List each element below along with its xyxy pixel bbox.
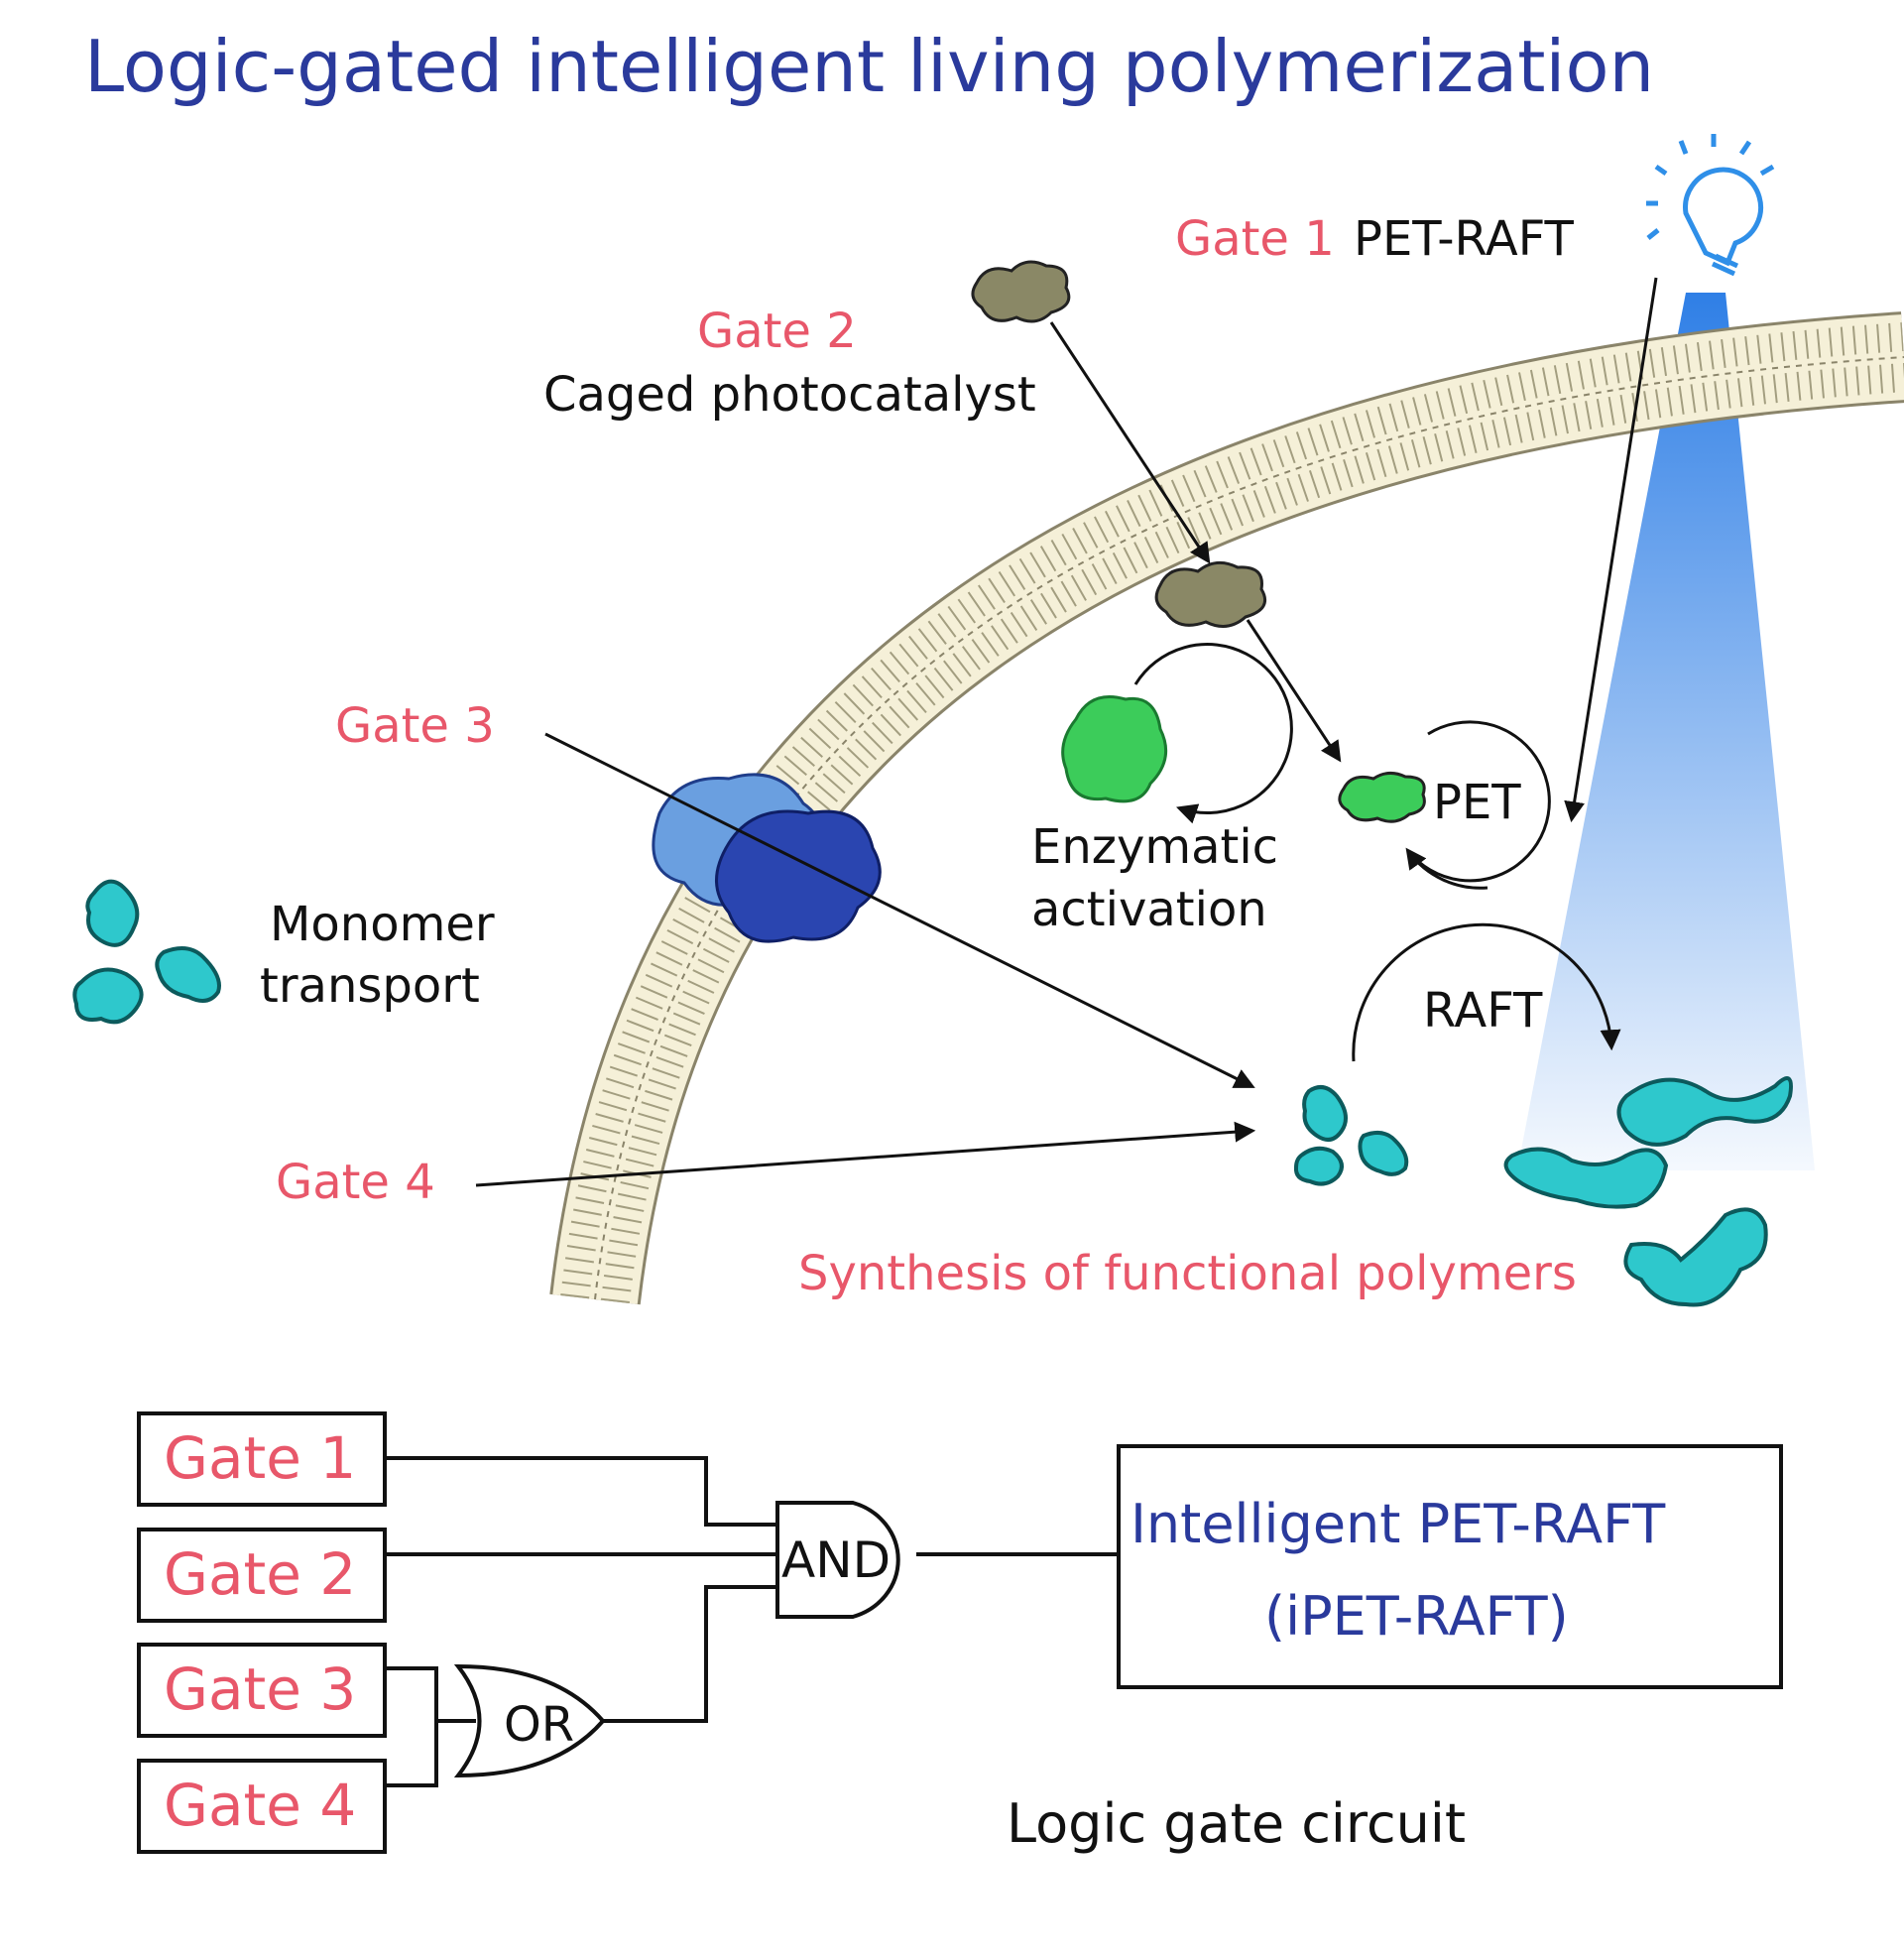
light-bulb-icon <box>1646 134 1775 277</box>
logic-circuit: Gate 1 Gate 2 Gate 3 Gate 4 AND OR Intel… <box>137 1411 1783 1855</box>
circuit-input-1: Gate 1 <box>164 1424 356 1492</box>
uncaged-photocatalyst-blob <box>1154 560 1266 628</box>
wire-gate1 <box>385 1456 777 1527</box>
circuit-output-line2: (iPET-RAFT) <box>1264 1585 1569 1648</box>
synthesis-label: Synthesis of functional polymers <box>798 1246 1577 1301</box>
enzymatic-label-line2: activation <box>1031 882 1267 937</box>
diagram-title: Logic-gated intelligent living polymeriz… <box>84 25 1654 108</box>
circuit-input-box-2 <box>137 1528 387 1623</box>
circuit-input-3: Gate 3 <box>164 1655 356 1723</box>
gate1-label: Gate 1 <box>1175 211 1335 267</box>
and-gate-label: AND <box>781 1531 891 1589</box>
and-gate <box>775 1501 900 1619</box>
gate4-label: Gate 4 <box>276 1155 435 1210</box>
circuit-input-4: Gate 4 <box>164 1772 356 1839</box>
monomer-label-line2: transport <box>260 958 480 1014</box>
wire-gate3-4 <box>385 1666 438 1787</box>
circuit-input-box-4 <box>137 1759 387 1854</box>
or-gate-label: OR <box>504 1697 574 1753</box>
circuit-output-box <box>1117 1444 1783 1689</box>
or-gate <box>453 1663 606 1778</box>
monomers-inside <box>1293 1085 1409 1186</box>
enzymatic-label-line1: Enzymatic <box>1031 819 1278 875</box>
circuit-caption: Logic gate circuit <box>1007 1792 1466 1855</box>
caged-photocatalyst-blob <box>971 260 1071 323</box>
enzyme-protein <box>1061 695 1168 803</box>
pet-label: PET <box>1433 775 1521 830</box>
circuit-input-box-3 <box>137 1643 387 1738</box>
wire-or-output <box>603 1585 777 1723</box>
circuit-output-line1: Intelligent PET-RAFT <box>1130 1493 1666 1555</box>
gate3-label: Gate 3 <box>335 698 495 754</box>
caged-photocatalyst-label: Caged photocatalyst <box>543 367 1036 423</box>
cell-membrane <box>549 311 1904 1305</box>
pet-raft-label: PET-RAFT <box>1354 211 1575 267</box>
monomer-label-line1: Monomer <box>270 897 495 952</box>
functional-polymers <box>1503 1076 1793 1307</box>
raft-label: RAFT <box>1423 983 1543 1039</box>
active-photocatalyst-blob <box>1338 772 1426 823</box>
light-beam <box>1517 293 1815 1170</box>
monomers-outside <box>72 879 221 1025</box>
flow-arrows <box>475 277 1658 1187</box>
gate2-label: Gate 2 <box>697 304 857 359</box>
circuit-input-2: Gate 2 <box>164 1540 356 1608</box>
transporter-protein-dark <box>715 809 882 943</box>
